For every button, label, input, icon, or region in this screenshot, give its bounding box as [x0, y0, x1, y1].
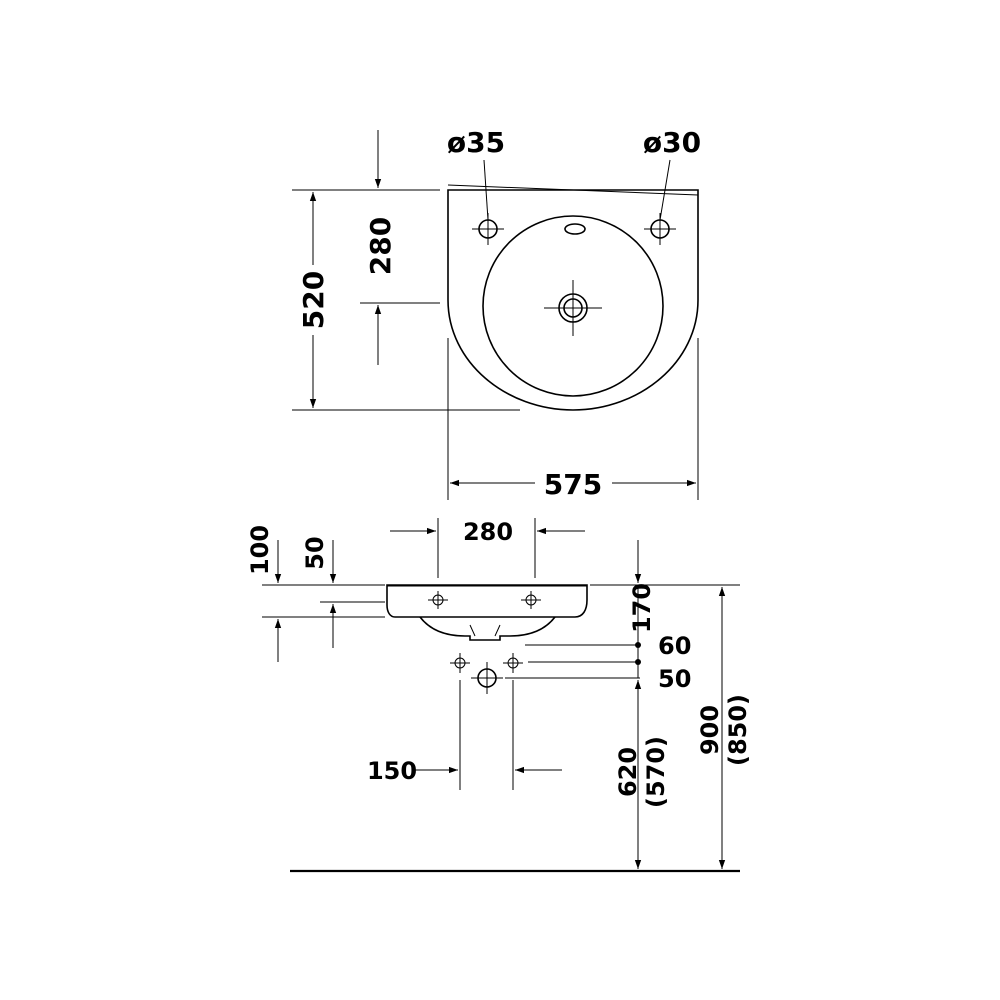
dimension-dot: [635, 659, 641, 665]
rim-height-alt-label: (850): [724, 694, 752, 766]
supply-spacing-label: 150: [367, 757, 417, 785]
overflow-hole: [564, 223, 586, 235]
width-dimension-label: 575: [544, 468, 602, 501]
dimension-dot: [635, 642, 641, 648]
supply-height-label: 620: [614, 747, 642, 797]
rim-thickness-100-label: 100: [246, 525, 274, 575]
supply-left: [450, 653, 470, 673]
hole-right-diameter-label: ø30: [643, 126, 701, 159]
tap-mark-left: [428, 591, 448, 609]
drain: [544, 280, 602, 336]
supply-height-alt-label: (570): [642, 736, 670, 808]
bowl-circle: [482, 215, 664, 397]
basin-underside: [419, 616, 556, 641]
tap-mark-right: [521, 591, 541, 609]
waste-connection: [471, 662, 503, 694]
rim-height-label: 900: [696, 705, 724, 755]
tap-spacing-label: 280: [463, 518, 513, 546]
rim-thickness-50-label: 50: [301, 536, 329, 569]
supply-right: [503, 653, 523, 673]
dimension-170-label: 170: [628, 583, 656, 633]
dimension-50-label: 50: [658, 665, 691, 693]
side-view: 280 100 50 150: [246, 518, 752, 873]
drain-offset-label: 280: [364, 217, 397, 275]
plan-view: ø35 ø30 520 280 575: [292, 126, 701, 501]
hole-left-diameter-label: ø35: [447, 126, 505, 159]
dimension-60-label: 60: [658, 632, 691, 660]
basin-profile: [386, 584, 588, 618]
basin-outline: [447, 189, 699, 411]
rim-back-edge: [447, 184, 699, 196]
depth-dimension-label: 520: [297, 271, 330, 329]
waste-outlet: [469, 624, 501, 637]
